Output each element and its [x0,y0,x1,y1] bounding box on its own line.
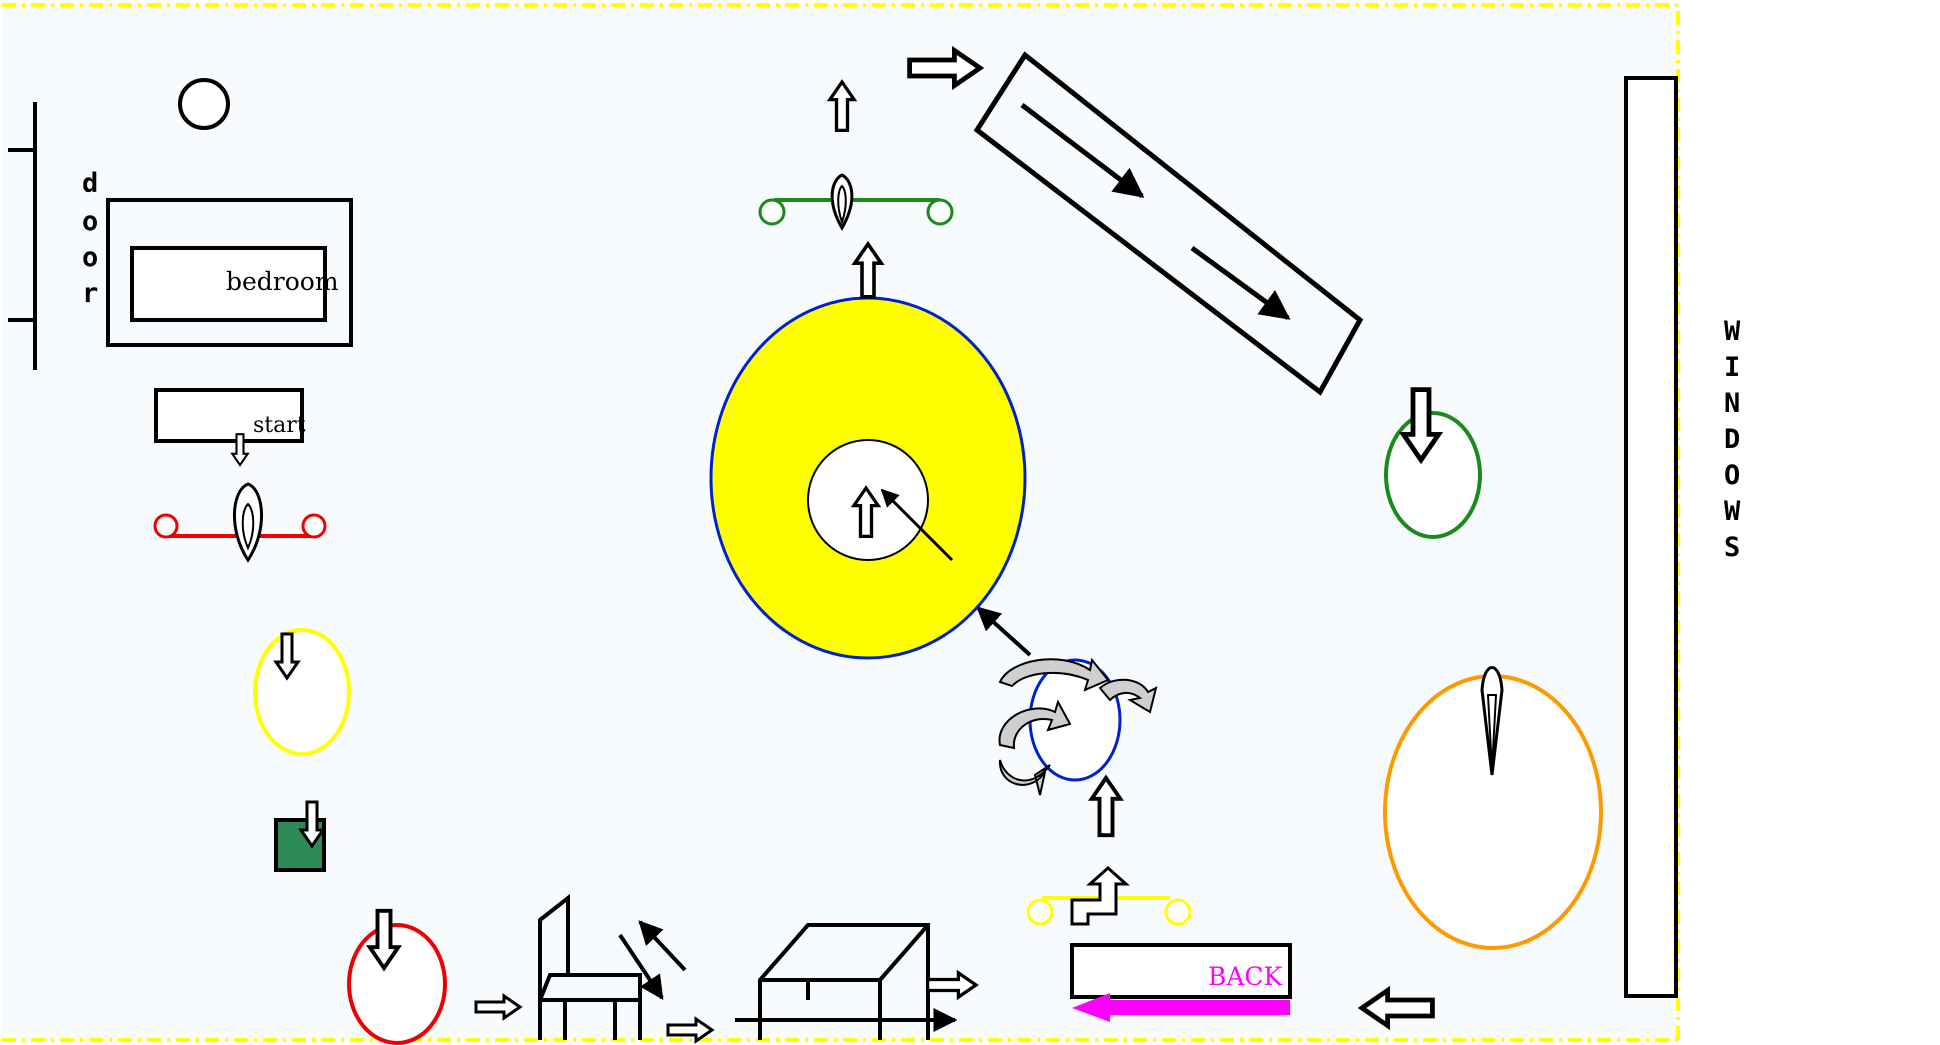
hoop-to-ring-arrow [976,606,1032,657]
green-station [758,173,954,232]
back-magenta-arrow [1072,993,1290,1022]
beam-arrow-2 [1190,245,1291,321]
chair-diagonal-arrow-down [618,933,664,1000]
red-station [153,482,327,563]
svg-text:o: o [82,206,98,237]
start-label: start [253,413,306,438]
svg-text:o: o [82,242,98,273]
table-obstacle [758,923,930,1040]
svg-text:D: D [1724,424,1740,455]
svg-text:r: r [82,278,98,309]
bedroom-label: bedroom [226,267,339,296]
svg-text:S: S [1724,532,1740,563]
svg-text:O: O [1724,460,1740,491]
svg-text:W: W [1724,496,1741,527]
balance-beam [973,51,1364,396]
orange-ring-pole-detail [1486,694,1498,771]
yellow-station [1026,865,1192,926]
red-ring [347,923,447,1045]
green-ring [1384,411,1482,539]
back-box [1070,943,1292,999]
svg-text:N: N [1724,388,1740,419]
chair-obstacle [538,893,642,1040]
windows-wall [1624,76,1678,998]
back-label: BACK [1208,962,1284,991]
start-box [154,388,304,443]
door-label: d o o r [82,168,98,309]
beam-arrow-1 [1020,103,1145,198]
bedroom-outer-box [106,198,353,347]
svg-text:d: d [82,168,98,199]
svg-text:I: I [1724,352,1740,383]
yellow-ring [253,628,351,756]
chair-diagonal-arrow-up [638,920,687,972]
bedroom-box [130,246,327,322]
room-border [2,3,1680,1042]
center-diagonal-arrow [880,488,954,562]
svg-text:W: W [1724,316,1741,347]
windows-label: W I N D O W S [1724,316,1741,563]
round-object-top-left [178,78,230,130]
door-frame [8,102,37,370]
hoop-rotation-arrows-icon [998,657,1158,796]
